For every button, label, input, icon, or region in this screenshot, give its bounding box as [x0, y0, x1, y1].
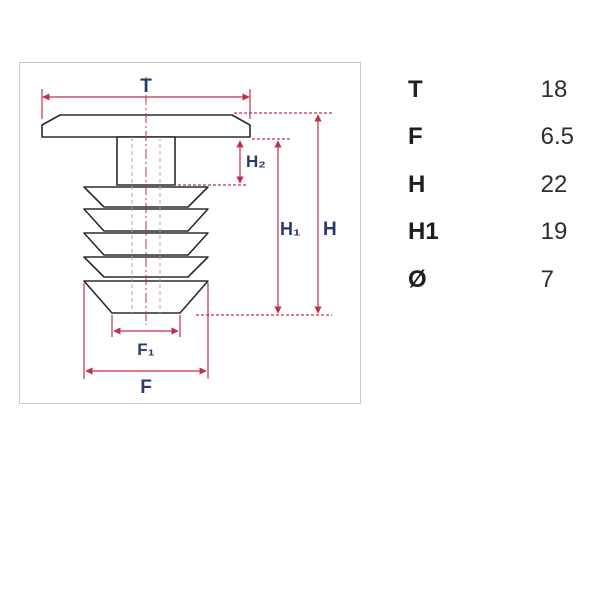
spec-row: T 18	[408, 66, 600, 114]
spec-table: T 18 F 6.5 H 22 H1 19 Ø 7	[408, 66, 600, 304]
clip-diagram-frame: T H₂ H₁ H F₁ F	[19, 62, 361, 404]
label-H2: H₂	[246, 152, 266, 171]
spec-value: 19	[540, 218, 568, 246]
clip-diagram: T H₂ H₁ H F₁ F	[41, 76, 337, 398]
spec-row: H 22	[408, 161, 600, 209]
spec-key: H1	[408, 218, 439, 246]
spec-key: F	[408, 123, 423, 151]
label-H1: H₁	[280, 219, 300, 239]
label-H: H	[323, 219, 337, 240]
label-F1: F₁	[137, 340, 154, 359]
spec-value: 18	[540, 75, 568, 103]
spec-key: Ø	[408, 265, 427, 293]
label-T: T	[140, 76, 152, 97]
spec-row: Ø 7	[408, 256, 600, 304]
label-F: F	[140, 377, 152, 398]
spec-value: 7	[540, 265, 554, 293]
spec-value: 22	[540, 170, 568, 198]
spec-key: H	[408, 170, 426, 198]
clip-fin-2	[83, 208, 209, 232]
spec-row: H1 19	[408, 209, 600, 257]
spec-key: T	[408, 75, 423, 103]
spec-value: 6.5	[540, 123, 574, 151]
spec-row: F 6.5	[408, 114, 600, 162]
clip-fin-1	[83, 186, 209, 208]
